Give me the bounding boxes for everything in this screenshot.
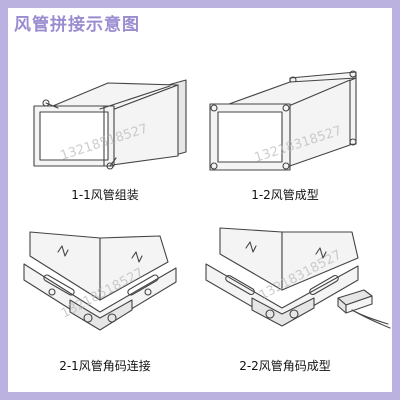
corner-bracket-connection-drawing: 13218518527 (23, 231, 177, 331)
caption-2-2: 2-2风管角码成型 (239, 359, 331, 373)
formed-duct-drawing: 13218318527 (209, 70, 357, 171)
diagram-title: 风管拼接示意图 (14, 15, 140, 35)
corner-bracket-formed-drawing: 13218318527 (205, 227, 391, 329)
caption-1-2: 1-2风管成型 (251, 188, 319, 202)
caption-2-1: 2-1风管角码连接 (59, 359, 151, 373)
caption-1-1: 1-1风管组装 (71, 188, 139, 202)
duct-assembly-drawing: 13218518527 (33, 79, 187, 170)
